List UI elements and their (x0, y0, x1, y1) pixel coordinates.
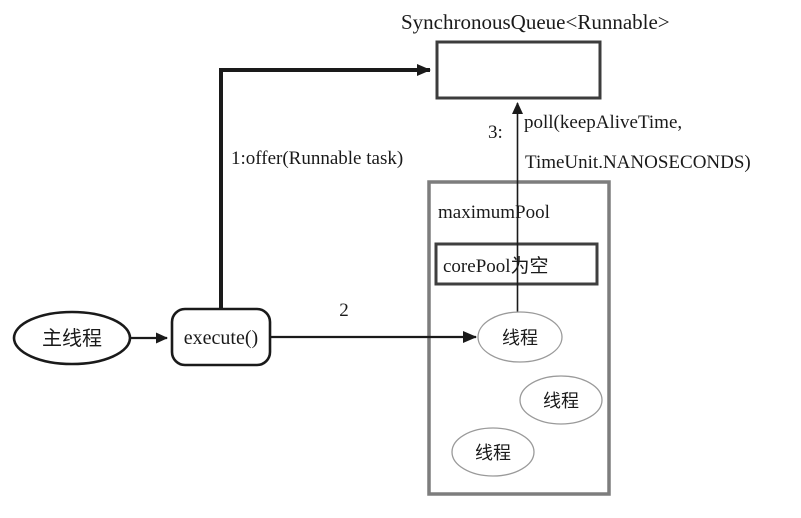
execute-label: execute() (184, 327, 258, 349)
step3-label: 3: (488, 122, 503, 143)
thread-ellipse (519, 375, 603, 425)
queue-box (435, 40, 602, 100)
step2-label: 2 (339, 300, 349, 321)
thread-ellipse (477, 311, 563, 363)
thread-label: 线程 (475, 443, 511, 463)
offer-arrow (219, 64, 431, 309)
main-thread-label: 主线程 (42, 327, 102, 350)
diagram-title: SynchronousQueue<Runnable> (401, 10, 670, 34)
execute-box (170, 307, 272, 367)
core-pool-label: corePool为空 (443, 255, 549, 277)
poll-label-line1: poll(keepAliveTime, (524, 112, 682, 133)
maximum-pool-label: maximumPool (438, 202, 550, 223)
offer-label: 1:offer(Runnable task) (231, 148, 403, 169)
poll-label-line2: TimeUnit.NANOSECONDS) (525, 152, 751, 173)
thread-ellipse (451, 427, 535, 477)
thread-label: 线程 (543, 391, 579, 411)
core-pool-box (434, 242, 599, 286)
thread-label: 线程 (502, 328, 538, 348)
main-thread-ellipse (12, 310, 132, 366)
